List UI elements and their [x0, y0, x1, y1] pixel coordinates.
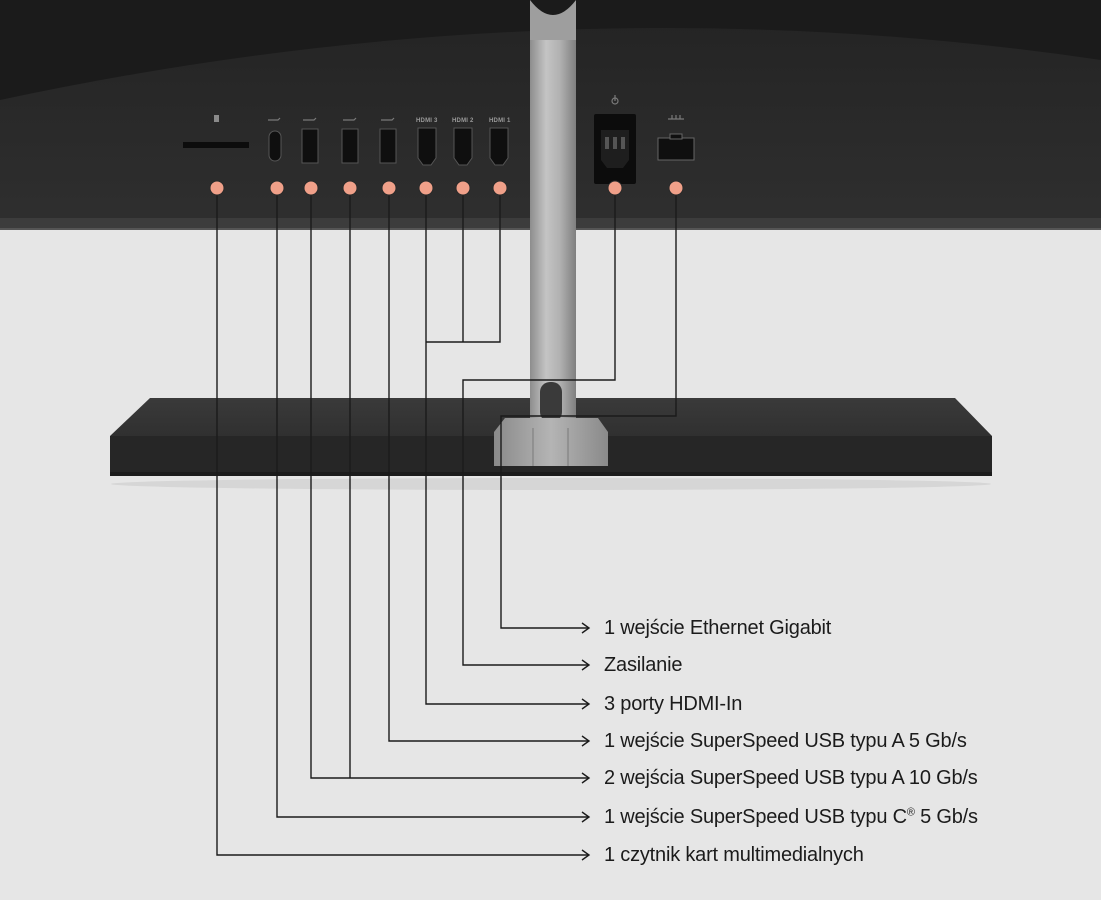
registered-mark: ® — [906, 806, 915, 819]
hdmi-port-1: HDMI 1 — [489, 118, 511, 166]
hdmi-port-3: HDMI 3 — [416, 118, 438, 166]
usb-a-port-1 — [301, 117, 319, 164]
arrow-usb-a-5 — [581, 735, 591, 747]
stand-neck — [494, 0, 608, 466]
usb-c-port — [268, 117, 282, 162]
leader-power — [462, 188, 616, 666]
label-usb-a-10: 2 wejścia SuperSpeed USB typu A 10 Gb/s — [604, 767, 978, 789]
marker-hdmi-2 — [455, 180, 471, 196]
leader-usb-a-10 — [310, 188, 588, 779]
arrow-card-reader — [581, 849, 591, 861]
hdmi-port-2: HDMI 2 — [452, 118, 474, 166]
marker-ethernet — [668, 180, 684, 196]
label-usb-a-5: 1 wejście SuperSpeed USB typu A 5 Gb/s — [604, 730, 967, 752]
hdmi-2-caption: HDMI 2 — [452, 118, 474, 124]
label-card-reader: 1 czytnik kart multimedialnych — [604, 844, 864, 866]
arrow-hdmi — [581, 698, 591, 710]
label-usb-c: 1 wejście SuperSpeed USB typu C® 5 Gb/s — [604, 804, 1084, 830]
hdmi-1-caption: HDMI 1 — [489, 118, 511, 124]
arrow-heads — [581, 622, 591, 861]
label-ethernet: 1 wejście Ethernet Gigabit — [604, 617, 832, 639]
leader-hdmi — [425, 188, 588, 705]
marker-hdmi-1 — [492, 180, 508, 196]
marker-card-reader — [209, 180, 225, 196]
arrow-usb-c — [581, 811, 591, 823]
arrow-ethernet — [581, 622, 591, 634]
marker-usb-a-2 — [342, 180, 358, 196]
port-markers — [209, 180, 684, 196]
marker-hdmi-3 — [418, 180, 434, 196]
leader-usb-c — [276, 188, 588, 818]
label-usb-c-main: 1 wejście SuperSpeed USB typu C — [604, 806, 907, 828]
leader-lines — [216, 188, 677, 856]
power-socket — [594, 95, 636, 184]
label-power: Zasilanie — [604, 654, 683, 676]
marker-usb-a-3 — [381, 180, 397, 196]
card-reader-slot — [183, 115, 249, 148]
arrow-power — [581, 659, 591, 671]
usb-a-port-3 — [379, 117, 397, 164]
label-hdmi: 3 porty HDMI-In — [604, 693, 743, 715]
label-usb-c-speed: 5 Gb/s — [914, 806, 978, 828]
marker-power — [607, 180, 623, 196]
leader-usb-a-5 — [388, 188, 588, 742]
leader-card-reader — [216, 188, 588, 856]
hdmi-3-caption: HDMI 3 — [416, 118, 438, 124]
arrow-usb-a-10 — [581, 772, 591, 784]
usb-a-port-2 — [341, 117, 359, 164]
marker-usb-a-1 — [303, 180, 319, 196]
marker-usb-c — [269, 180, 285, 196]
ethernet-port — [657, 115, 695, 161]
leader-ethernet — [500, 188, 677, 629]
